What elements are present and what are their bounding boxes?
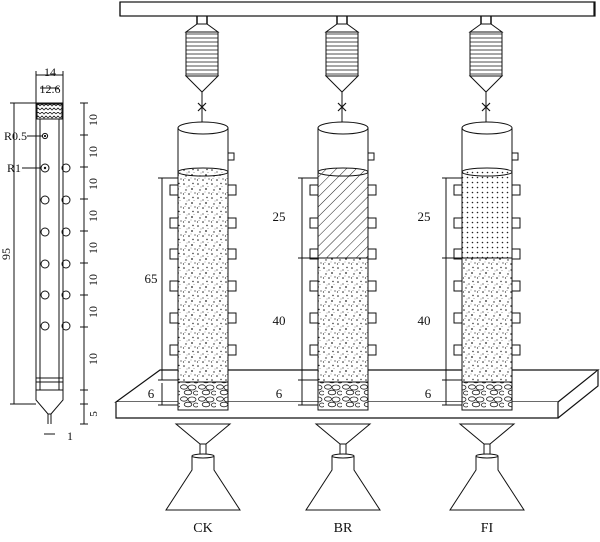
dim-spacing-2: 10 [86, 146, 100, 158]
fi-gravel-height: 6 [425, 386, 432, 401]
column-fi [442, 16, 525, 511]
br-gravel-height: 6 [276, 386, 283, 401]
column-dimension-labels: 65 6 25 40 6 25 40 6 [145, 209, 432, 401]
br-soil-height: 40 [273, 313, 286, 328]
fi-amendment-height: 25 [418, 209, 431, 224]
dim-spacing-7: 10 [86, 306, 100, 318]
schematic-labels: 14 12.6 R0.5 R1 95 10 10 10 10 10 10 10 … [0, 65, 100, 443]
label-ck: CK [193, 521, 212, 536]
dim-inner-width: 12.6 [40, 82, 61, 96]
dim-bottom-section: 10 [86, 353, 100, 365]
column-names: CK BR FI [193, 521, 493, 536]
supply-pipe [119, 1, 596, 17]
dim-cone-height: 5 [88, 411, 100, 417]
dim-outlet-width: 1 [67, 429, 73, 443]
column-schematic [10, 71, 88, 435]
dim-spacing-1: 10 [86, 114, 100, 126]
dim-outer-width: 14 [44, 65, 56, 79]
ck-soil-height: 65 [145, 271, 158, 286]
dim-small-port-radius: R0.5 [4, 129, 27, 143]
dim-spacing-3: 10 [86, 178, 100, 190]
ck-gravel-height: 6 [148, 386, 155, 401]
fi-soil-height: 40 [418, 313, 431, 328]
column-br [298, 16, 381, 511]
dim-total-height: 95 [0, 248, 13, 260]
label-br: BR [334, 521, 353, 536]
dim-port-radius: R1 [7, 161, 21, 175]
label-fi: FI [481, 521, 494, 536]
dim-spacing-6: 10 [86, 274, 100, 286]
dim-spacing-5: 10 [86, 242, 100, 254]
column-ck [158, 16, 241, 511]
br-amendment-height: 25 [273, 209, 286, 224]
dim-spacing-4: 10 [86, 210, 100, 222]
